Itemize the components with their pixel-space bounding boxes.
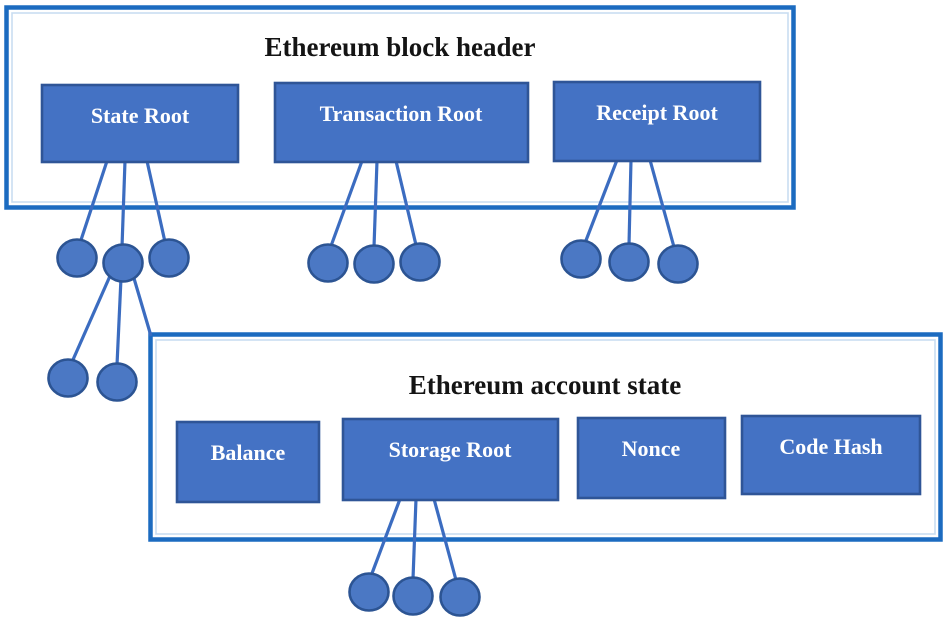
state-root-grandchild-nodes — [47, 358, 138, 402]
transaction-root-child-nodes — [307, 242, 441, 284]
code-hash-rect — [740, 414, 922, 496]
connector-line — [411, 498, 418, 580]
trie-node-circle — [353, 244, 395, 284]
storage-root-child-nodes — [348, 572, 481, 617]
trie-node-circle — [399, 242, 441, 282]
nonce-rect — [576, 416, 727, 500]
connector-line — [627, 159, 633, 246]
connector-line — [115, 277, 123, 366]
trie-node-circle — [56, 238, 98, 278]
balance-box: Balance — [175, 420, 321, 504]
connector-line — [329, 160, 364, 247]
code-hash-label: Code Hash — [779, 434, 882, 459]
receipt-root-child-nodes — [560, 239, 699, 284]
trie-node-circle — [348, 572, 390, 612]
trie-node-circle — [307, 243, 349, 283]
block-header-title: Ethereum block header — [265, 32, 536, 62]
receipt-root-rect — [552, 80, 762, 163]
transaction-root-label: Transaction Root — [320, 101, 483, 126]
account-state-title: Ethereum account state — [409, 370, 681, 400]
connector-line — [78, 160, 109, 244]
trie-node-circle — [148, 238, 190, 278]
nonce-box: Nonce — [576, 416, 727, 500]
connector-to-account-state — [131, 274, 153, 337]
trie-node-circle — [439, 577, 481, 617]
state-root-rect — [40, 83, 240, 164]
state-root-label: State Root — [91, 103, 190, 128]
transaction-root-rect — [273, 81, 530, 164]
state-root-child-nodes — [56, 238, 190, 283]
trie-node-circle — [392, 576, 434, 616]
trie-node-circle — [102, 243, 144, 283]
trie-node-circle — [96, 362, 138, 402]
trie-node-circle — [47, 358, 89, 398]
connector-line — [372, 160, 379, 248]
connector-line — [120, 160, 127, 248]
trie-node-circle — [657, 244, 699, 284]
receipt-root-box: Receipt Root — [552, 80, 762, 163]
balance-rect — [175, 420, 321, 504]
storage-root-box: Storage Root — [341, 417, 560, 502]
connector-line — [432, 498, 458, 581]
storage-root-label: Storage Root — [389, 437, 512, 462]
connector-line — [145, 160, 167, 243]
transaction-root-connectors — [329, 160, 418, 248]
nonce-label: Nonce — [622, 436, 681, 461]
block-header-container-highlight — [11, 12, 789, 203]
connector-line — [369, 498, 402, 577]
transaction-root-box: Transaction Root — [273, 81, 530, 164]
storage-root-rect — [341, 417, 560, 502]
receipt-root-label: Receipt Root — [596, 100, 718, 125]
state-node-connectors — [70, 274, 153, 366]
connector-line — [583, 159, 619, 244]
trie-node-circle — [608, 242, 650, 282]
trie-node-circle — [560, 239, 602, 279]
balance-label: Balance — [211, 440, 286, 465]
connector-line — [648, 159, 676, 248]
connector-line — [394, 160, 418, 246]
receipt-root-connectors — [583, 159, 676, 248]
state-root-box: State Root — [40, 83, 240, 164]
state-root-connectors — [78, 160, 167, 248]
storage-root-connectors — [369, 498, 458, 581]
code-hash-box: Code Hash — [740, 414, 922, 496]
account-state-container-highlight — [155, 339, 936, 535]
connector-line — [70, 275, 112, 363]
